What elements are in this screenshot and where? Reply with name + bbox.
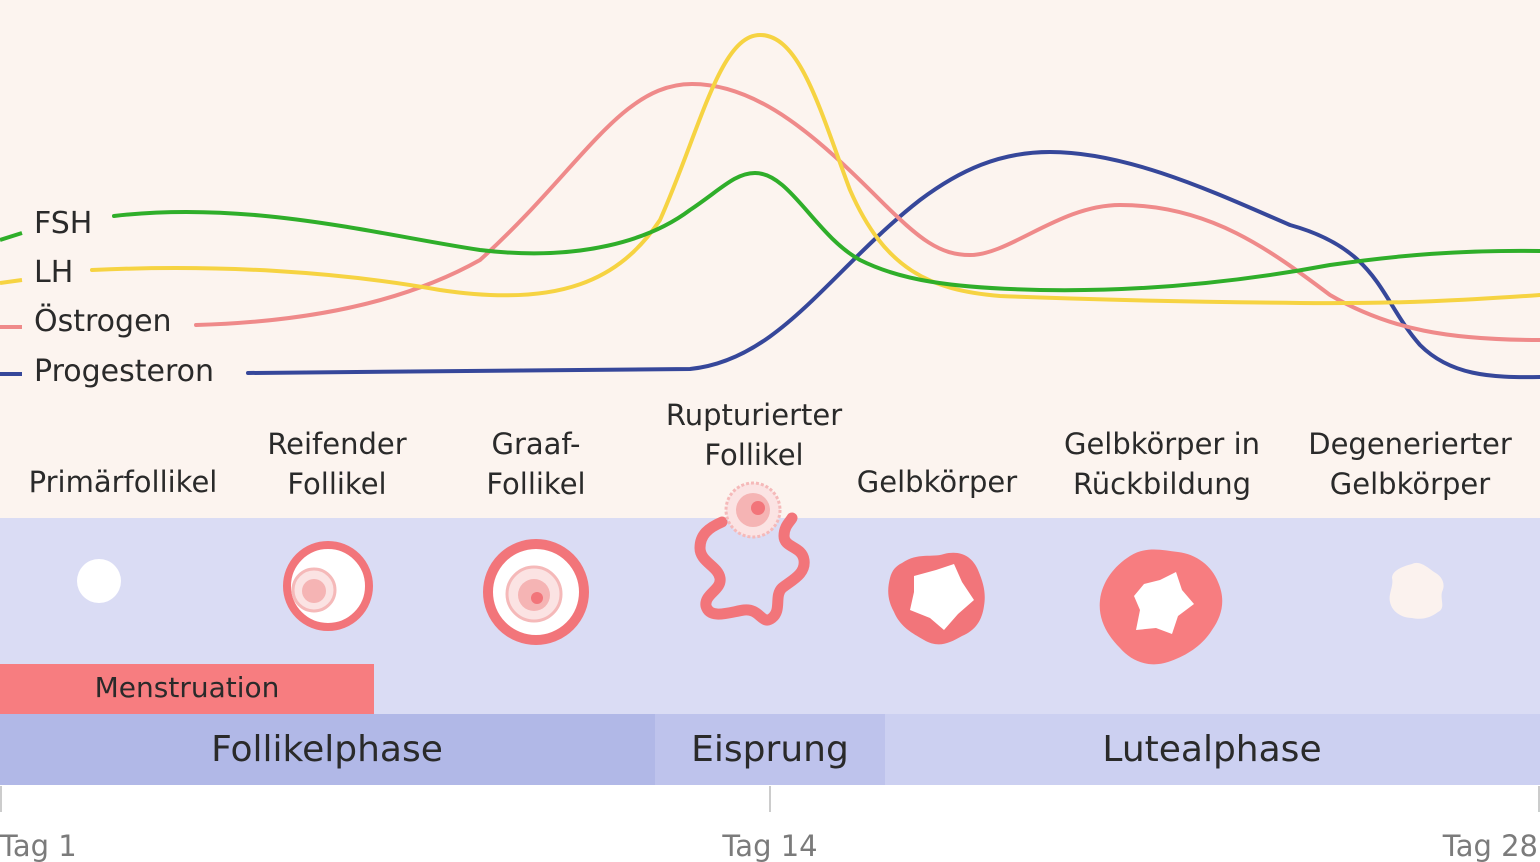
stage-maturing-label-1: Reifender [267,427,406,461]
luteal-phase-bar [885,714,1540,785]
follicular-phase-bar [0,714,655,785]
fsh-stub [0,231,23,242]
lh-stub [0,278,23,285]
stage-degenerated-label-1: Degenerierter [1308,427,1512,461]
stage-primary-label: Primärfollikel [29,465,218,499]
stage-degenerated-label-2: Gelbkörper [1330,467,1490,501]
stage-maturing-label-2: Follikel [287,467,386,501]
stage-ruptured-label-2: Follikel [704,438,803,472]
fsh-curve [112,170,1540,293]
progesterone-label: Progesteron [34,354,214,389]
fsh-label: FSH [34,206,92,241]
graaf-follicle-icon [483,539,589,645]
ovulation-phase-label: Eisprung [691,729,849,770]
stage-regressing-label-2: Rückbildung [1073,467,1251,501]
axis-label-day1: Tag 1 [0,829,77,862]
estrogen-label: Östrogen [34,303,172,339]
stage-ruptured-label-1: Rupturierter [666,398,842,432]
follicular-phase-label: Follikelphase [211,729,443,770]
regressing-corpus-luteum-icon [1099,549,1223,665]
maturing-follicle-icon [283,541,373,631]
menstruation-label: Menstruation [95,671,280,704]
ovulation-phase-bar [655,714,885,785]
axis-label-day14: Tag 14 [721,829,817,862]
progesterone-curve [246,149,1540,380]
stage-labels: Primärfollikel Reifender Follikel Graaf-… [29,398,1512,501]
corpus-luteum-icon [888,552,985,645]
primary-follicle-icon [77,559,121,603]
luteal-phase-label: Lutealphase [1102,729,1321,770]
degenerated-corpus-luteum-icon [1389,562,1444,619]
stage-corpus-luteum-label: Gelbkörper [857,465,1017,499]
axis-label-day28: Tag 28 [1442,829,1538,862]
stage-regressing-label-1: Gelbkörper in [1064,427,1260,461]
ruptured-follicle-icon [694,481,810,626]
stage-graaf-label-2: Follikel [486,467,585,501]
menstruation-bar [0,664,374,714]
stage-graaf-label-1: Graaf- [491,427,580,461]
estrogen-curve [194,81,1540,342]
lh-label: LH [34,255,73,290]
lh-curve [90,32,1540,306]
